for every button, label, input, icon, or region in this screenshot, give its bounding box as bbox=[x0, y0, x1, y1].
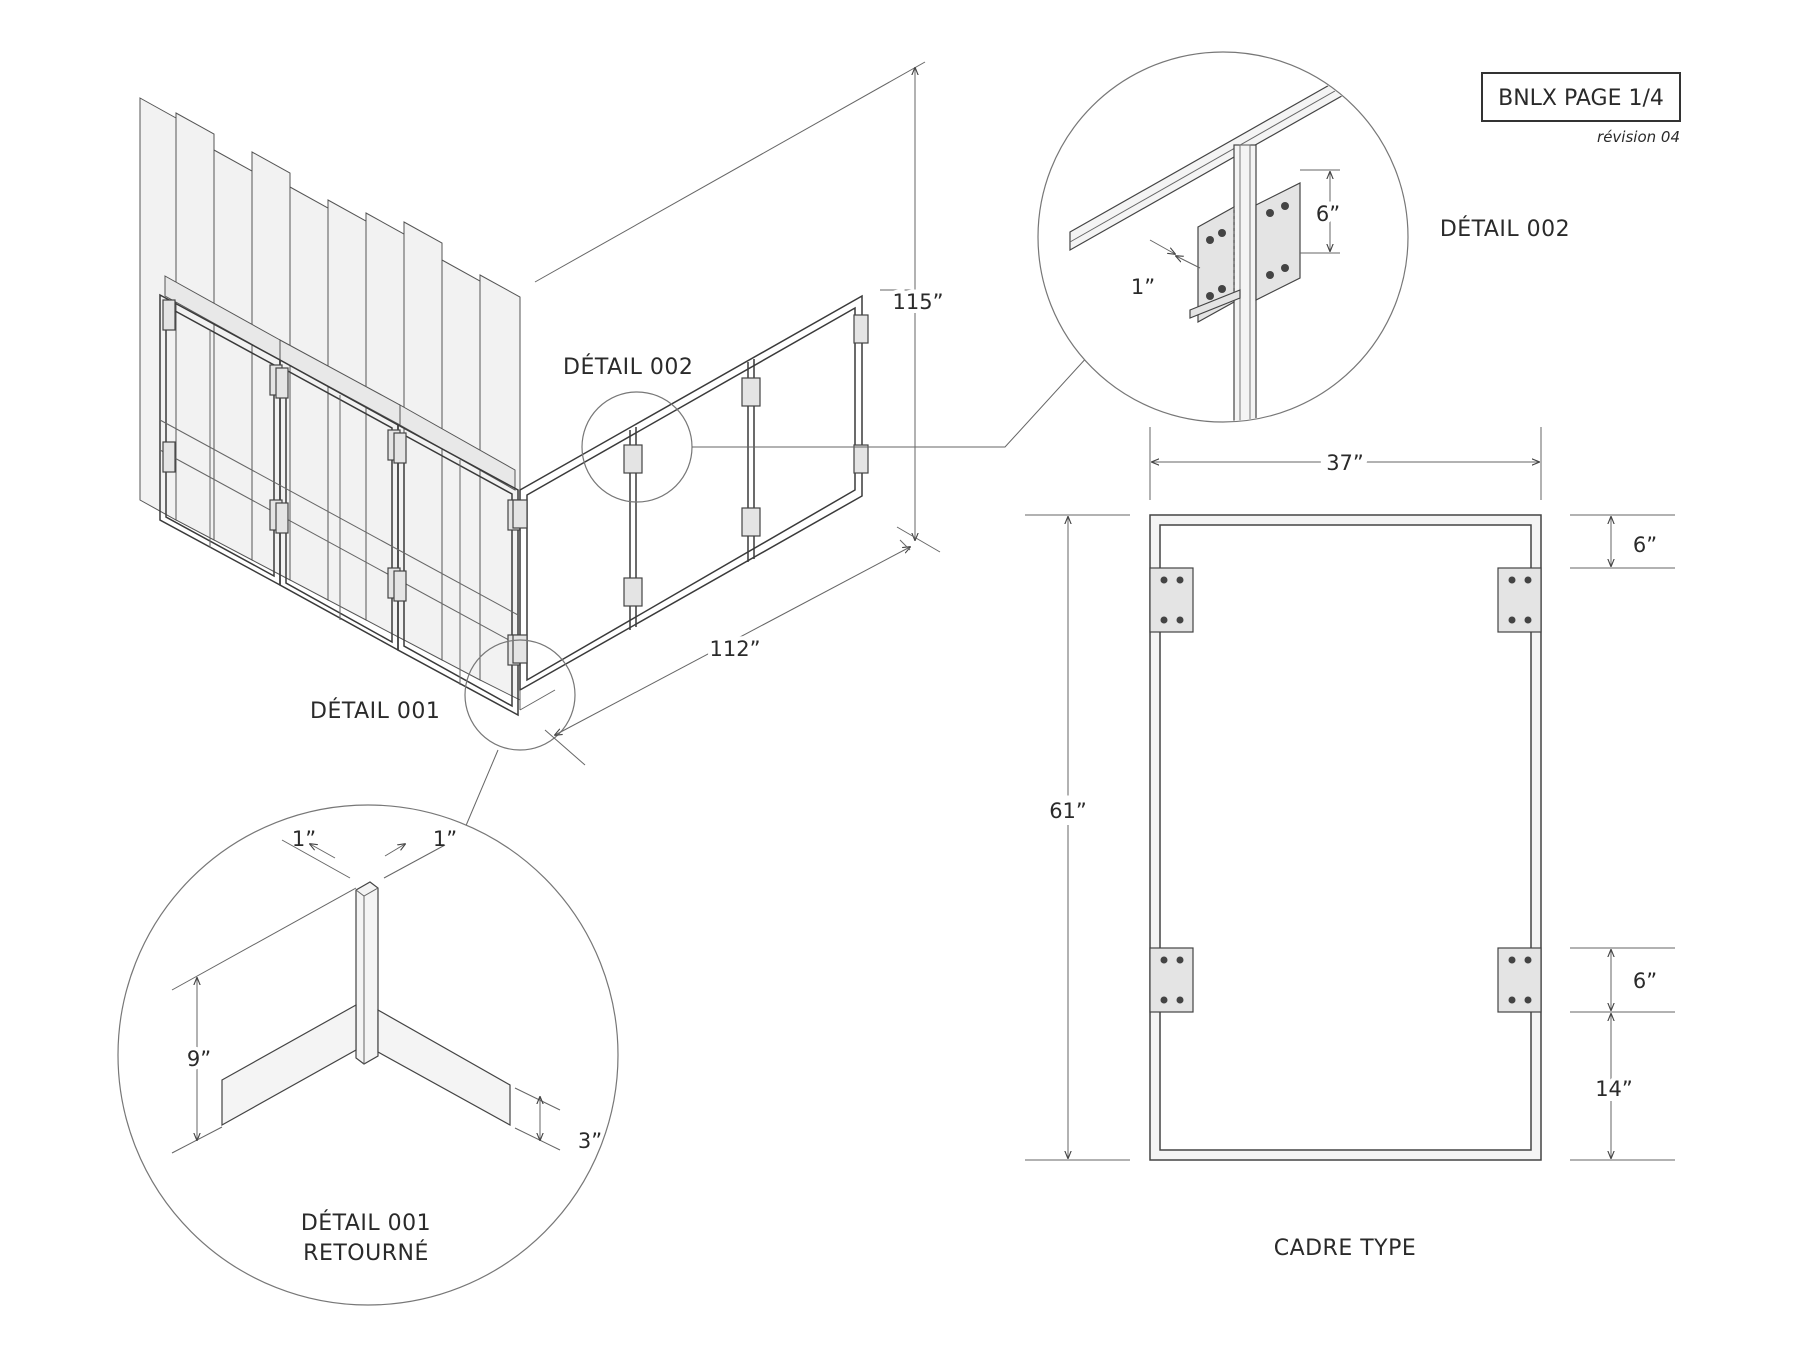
horizontal-boards bbox=[164, 275, 516, 491]
dim-115: 115” bbox=[893, 290, 944, 314]
cladding-planks bbox=[139, 97, 521, 701]
detail-002-callout: DÉTAIL 002 bbox=[563, 354, 693, 380]
detail-001-flipped-title-2: RETOURNÉ bbox=[303, 1240, 429, 1266]
dim-61: 61” bbox=[1049, 799, 1087, 823]
detail-002-title: DÉTAIL 002 bbox=[1440, 216, 1570, 242]
d002-dim-6: 6” bbox=[1316, 202, 1340, 226]
title-block: BNLX PAGE 1/4 révision 04 bbox=[1481, 72, 1681, 146]
frame-plates bbox=[1149, 567, 1542, 1013]
d001-dim-1-left: 1” bbox=[292, 827, 316, 851]
page-label: BNLX PAGE 1/4 bbox=[1498, 86, 1664, 111]
dim-6-top: 6” bbox=[1633, 533, 1657, 557]
dim-37: 37” bbox=[1326, 451, 1364, 475]
page-label-box bbox=[1481, 72, 1681, 122]
d002-dim-1: 1” bbox=[1131, 275, 1155, 299]
cadre-type: 37” 61” 6” 6” 14” CADRE TYPE bbox=[1025, 427, 1675, 1261]
iso-dimensions: 115” 112” DÉTAIL 002 DÉTAIL 001 bbox=[310, 61, 947, 766]
detail-001-flipped-title-1: DÉTAIL 001 bbox=[301, 1210, 431, 1236]
detail-002: 6” 1” DÉTAIL 002 bbox=[1037, 51, 1570, 423]
detail-001-callout: DÉTAIL 001 bbox=[310, 698, 440, 724]
d001-dim-3: 3” bbox=[578, 1129, 602, 1153]
detail-001-flipped: 1” 1” 9” 3” DÉTAIL 001 RETOURNÉ bbox=[117, 804, 619, 1306]
cadre-type-title: CADRE TYPE bbox=[1274, 1236, 1417, 1261]
revision-label: révision 04 bbox=[1597, 128, 1680, 146]
dim-112: 112” bbox=[710, 637, 761, 661]
d001-dim-9: 9” bbox=[187, 1047, 211, 1071]
isometric-assembly bbox=[139, 97, 1111, 836]
dim-14: 14” bbox=[1595, 1077, 1633, 1101]
frame-inner bbox=[1159, 524, 1532, 1151]
d001-dim-1-right: 1” bbox=[433, 827, 457, 851]
dim-6-plate: 6” bbox=[1633, 969, 1657, 993]
left-face-plates bbox=[162, 299, 521, 666]
